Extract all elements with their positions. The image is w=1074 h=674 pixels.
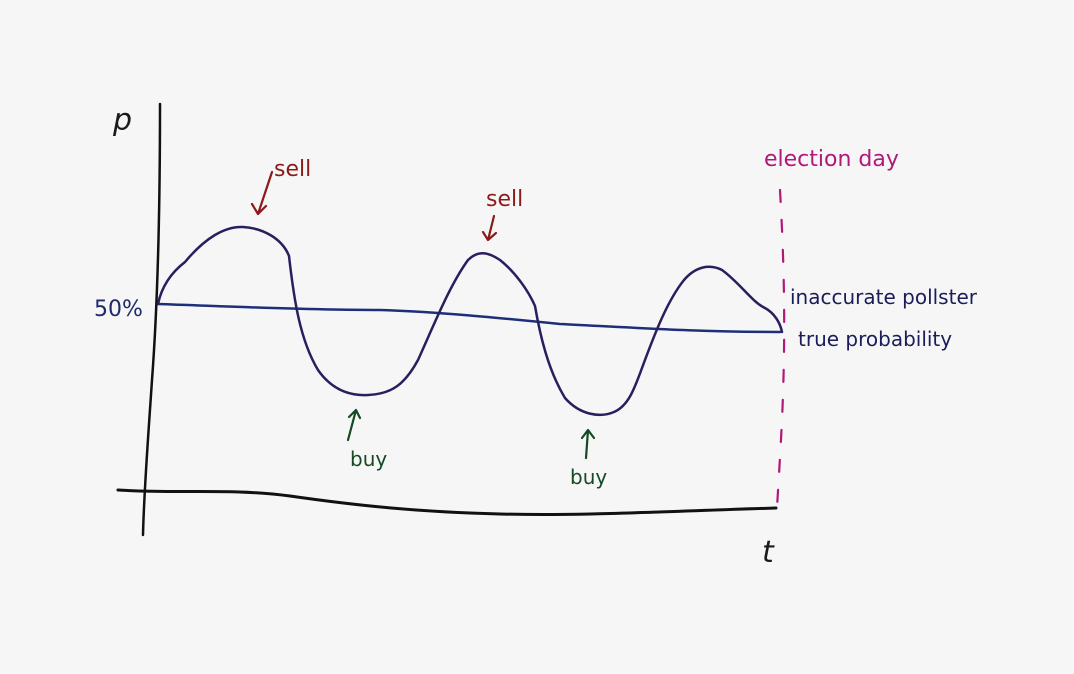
election-day-line [775,188,786,510]
true-probability-line [156,302,782,334]
y-axis [141,102,162,537]
sell-arrow [250,170,274,216]
sell-label: sell [274,157,311,182]
x-axis-label: t [762,535,775,570]
x-axis [116,488,778,517]
buy-label: buy [570,465,607,489]
sell-arrow [481,214,498,242]
pollster-curve [156,225,784,416]
buy-arrow [580,428,596,460]
buy-arrow [346,408,362,442]
pollster-legend-label: inaccurate pollster [790,285,978,309]
y-axis-label: p [112,103,132,138]
y-tick-50-label: 50% [94,297,143,322]
true-probability-legend-label: true probability [798,327,952,351]
election-day-label: election day [764,147,899,172]
sell-label: sell [486,187,523,212]
buy-label: buy [350,447,387,471]
